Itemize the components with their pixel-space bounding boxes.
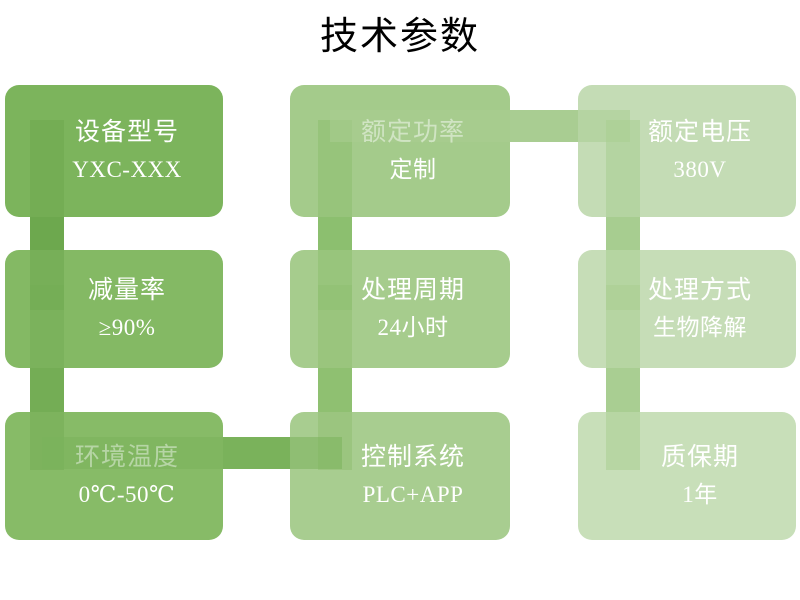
param-card-value: 生物降解 [652,315,747,340]
param-card-text: 处理周期 24小时 [335,274,465,344]
param-card-title: 减量率 [87,277,166,304]
param-card-value: 0℃-50℃ [78,482,176,507]
param-card-value: ≥90% [98,315,156,340]
connector-overlay-v-col2-row1-row2 [318,120,352,310]
param-card-value: YXC-XXX [72,157,182,182]
connector-overlay-h-row3-col1-col2 [42,437,342,469]
param-card-title: 控制系统 [360,444,465,471]
connector-overlay-h-row1-col2-col3 [330,110,630,142]
param-card-text: 控制系统 PLC+APP [335,441,465,511]
param-card-value: 定制 [389,157,437,182]
param-card-value: 1年 [682,482,718,507]
connector-overlay-v-col3-row1-row2 [606,120,640,310]
param-card-text: 设备型号 YXC-XXX [46,116,182,186]
param-card-title: 处理周期 [360,277,465,304]
param-card-title: 设备型号 [74,119,179,146]
param-card-value: 380V [673,157,727,182]
connector-overlay-v-col1-row1-row2 [30,120,64,310]
param-card-text: 减量率 ≥90% [62,274,166,344]
param-card-title: 质保期 [660,444,739,471]
page-title: 技术参数 [319,16,480,58]
connector-overlay-v-col3-row2-row3 [606,285,640,470]
param-card-text: 质保期 1年 [635,441,739,511]
param-card-title: 处理方式 [647,277,752,304]
param-card-value: 24小时 [377,315,449,340]
param-card-text: 额定电压 380V [622,116,752,186]
param-card-value: PLC+APP [362,482,464,507]
param-card-text: 处理方式生物降解 [622,274,752,344]
param-card-title: 额定电压 [647,119,752,146]
